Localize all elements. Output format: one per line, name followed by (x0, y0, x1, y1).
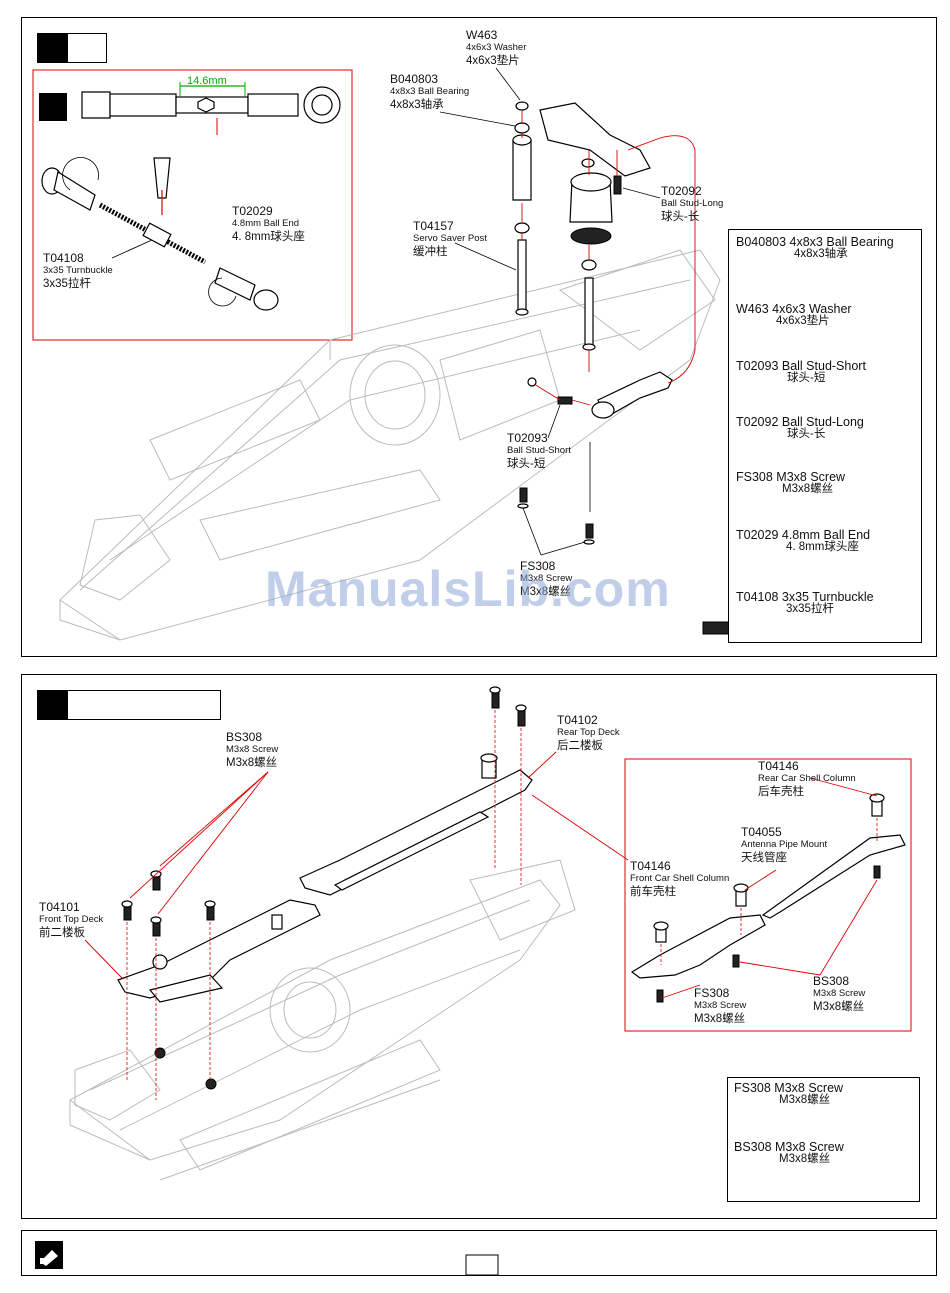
legend2-item-1-cn: M3x8螺丝 (779, 1153, 831, 1165)
legend1-item-2-cn: 球头-短 (787, 372, 826, 384)
step2-parts-legend (727, 1077, 920, 1202)
legend1-item-3-cn: 球头-长 (787, 428, 826, 440)
legend2-item-0-cn: M3x8螺丝 (779, 1094, 831, 1106)
ball-end-left-icon (81, 91, 111, 119)
screw-en: M3x8 Screw (520, 573, 573, 584)
step2-screws (121, 686, 527, 1090)
stud-short-en: Ball Stud-Short (507, 445, 571, 456)
legend1-item-4-cn: M3x8螺丝 (782, 483, 834, 495)
stud-short-cn: 球头-短 (507, 458, 546, 470)
bearing-code: B040803 (390, 72, 439, 86)
front-column-cn: 前车壳柱 (630, 886, 676, 898)
legend1-item-0-cn: 4x8x3轴承 (794, 248, 848, 260)
legend1-item-6-en: T04108 3x35 Turnbuckle (736, 590, 874, 604)
front-column-code: T04146 (630, 859, 671, 873)
antenna-code: T04055 (741, 825, 782, 839)
bs308-code: BS308 (226, 730, 263, 744)
legend1-item-2-en: T02093 Ball Stud-Short (736, 359, 866, 373)
servo-post-code: T04157 (413, 219, 454, 233)
legend1-item-1-cn: 4x6x3垫片 (776, 315, 830, 327)
antenna-en: Antenna Pipe Mount (741, 839, 828, 850)
detail-bs308-code: BS308 (813, 974, 850, 988)
ball-stud-long-icon (613, 175, 622, 195)
detail-fs308-cn: M3x8螺丝 (694, 1013, 746, 1025)
ball-end-en: 4.8mm Ball End (232, 218, 300, 229)
rear-column-en: Rear Car Shell Column (758, 773, 856, 784)
step2-chassis-outline (69, 859, 576, 1181)
bs308-en: M3x8 Screw (226, 744, 279, 755)
servo-post-en: Servo Saver Post (413, 233, 487, 244)
detail-bs308-en: M3x8 Screw (813, 988, 866, 999)
ball-stud-short-icon (557, 396, 573, 405)
turnbuckle-code: T04108 (43, 251, 84, 265)
step2-panel (21, 674, 937, 1219)
turnbuckle-en: 3x35 Turnbuckle (43, 265, 113, 276)
step1-number-tag (37, 33, 107, 63)
bearing-cn: 4x8x3轴承 (390, 99, 444, 111)
page-number-box (465, 1254, 499, 1276)
washer-en: 4x6x3 Washer (466, 42, 527, 53)
servo-saver-assembly (512, 101, 673, 545)
bs308-cn: M3x8螺丝 (226, 757, 278, 769)
front-deck-cn: 前二楼板 (39, 927, 85, 939)
ball-end-cn: 4. 8mm球头座 (232, 231, 305, 243)
washer-cn: 4x6x3垫片 (466, 55, 520, 67)
legend1-item-0-en: B040803 4x8x3 Ball Bearing (736, 235, 894, 249)
step2-number-tag (37, 690, 221, 720)
ball-end-code: T02029 (232, 204, 273, 218)
rear-column-code: T04146 (758, 759, 799, 773)
screw-cn: M3x8螺丝 (520, 586, 572, 598)
wrench-tool-icon (153, 157, 171, 199)
detail-bs308-cn: M3x8螺丝 (813, 1001, 865, 1013)
steering-arm-icon (539, 102, 651, 177)
rear-deck-code: T04102 (557, 713, 598, 727)
step1-leader-lines (111, 67, 661, 556)
step2-assembly-lines (126, 710, 522, 1100)
rear-top-deck-icon (299, 769, 533, 896)
measurement-label: 14.6mm (187, 75, 227, 87)
legend1-item-5-en: T02029 4.8mm Ball End (736, 528, 871, 542)
front-column-en: Front Car Shell Column (630, 873, 730, 884)
legend1-item-1-en: W463 4x6x3 Washer (736, 302, 852, 316)
detail-fs308-en: M3x8 Screw (694, 1000, 747, 1011)
rear-deck-cn: 后二楼板 (557, 740, 603, 752)
stud-short-code: T02093 (507, 431, 548, 445)
chassis-outline (59, 249, 721, 641)
detail-inset-frame (624, 758, 912, 1032)
legend1-item-5-cn: 4. 8mm球头座 (786, 541, 859, 553)
servo-post-cn: 缓冲柱 (413, 246, 448, 258)
legend2-item-1-en: BS308 M3x8 Screw (734, 1140, 844, 1154)
turnbuckle-inset-frame (32, 69, 353, 341)
detail-fs308-code: FS308 (694, 986, 730, 1000)
bearing-en: 4x8x3 Ball Bearing (390, 86, 470, 97)
stud-long-code: T02092 (661, 184, 702, 198)
step1-parts-legend (728, 229, 922, 643)
watermark: ManualsLib.com (265, 561, 671, 617)
legend1-item-4-en: FS308 M3x8 Screw (736, 470, 846, 484)
rear-column-cn: 后车壳柱 (758, 786, 804, 798)
screw-code: FS308 (520, 559, 556, 573)
front-deck-code: T04101 (39, 900, 80, 914)
legend1-item-3-en: T02092 Ball Stud-Long (736, 415, 864, 429)
rear-deck-en: Rear Top Deck (557, 727, 620, 738)
front-top-deck-icon (117, 899, 321, 999)
inset-number-tag (39, 93, 67, 121)
turnbuckle-cn: 3x35拉杆 (43, 278, 91, 290)
legend2-item-0-en: FS308 M3x8 Screw (734, 1081, 844, 1095)
stud-long-cn: 球头-长 (661, 211, 700, 223)
screw-icon (519, 487, 528, 503)
front-deck-en: Front Top Deck (39, 914, 104, 925)
antenna-cn: 天线管座 (741, 852, 787, 864)
step1-assembly-lines (521, 110, 696, 406)
legend1-item-6-cn: 3x35拉杆 (786, 603, 834, 615)
rotate-arrow-icon (62, 157, 99, 191)
stud-long-en: Ball Stud-Long (661, 198, 724, 209)
washer-code: W463 (466, 28, 498, 42)
step2-leader-lines (84, 751, 629, 979)
